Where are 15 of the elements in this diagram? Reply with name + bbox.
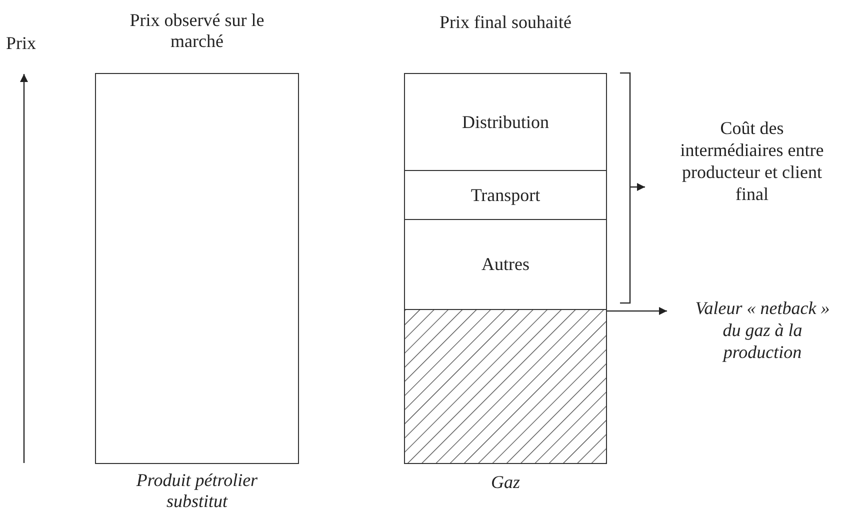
segment-label: Distribution: [462, 112, 549, 132]
hatched-segment: [405, 310, 606, 463]
cost-note: Coût des intermédiaires entre producteur et client final: [645, 117, 858, 205]
column-heading: Prix observé sur le marché: [128, 10, 266, 52]
column-heading: Prix final souhaité: [438, 12, 572, 33]
segment-label: Autres: [482, 254, 530, 275]
arrow: [606, 307, 667, 315]
arrow: [630, 183, 645, 191]
column-caption: Gaz: [490, 472, 521, 493]
netback-note: Valeur « netback » du gaz à la production: [667, 297, 858, 363]
column-caption: Produit pétrolier substitut: [135, 470, 259, 512]
price-bar: [404, 73, 607, 464]
axis-label: Prix: [6, 33, 36, 54]
segment-label: Transport: [470, 184, 540, 206]
price-bar: [95, 73, 299, 464]
